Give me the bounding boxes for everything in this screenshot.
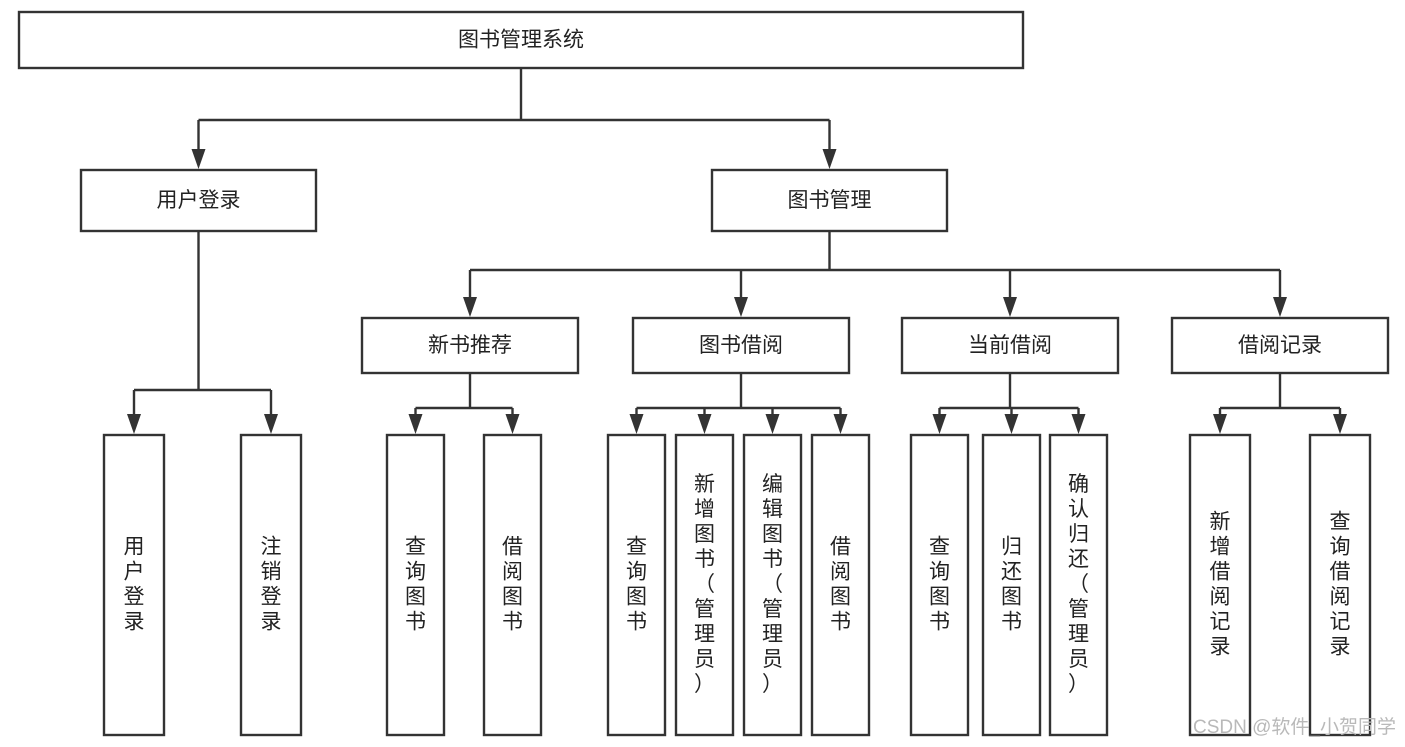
connector-layer	[127, 68, 1347, 434]
arrow-head	[505, 414, 520, 434]
node-label-n14: 编辑图书（管理员）	[762, 473, 783, 696]
node-label-n12: 查询图书	[626, 535, 647, 633]
arrow-head	[1333, 414, 1347, 434]
connector-group-n1	[191, 68, 837, 169]
arrow-head	[1003, 297, 1017, 317]
node-box-n12	[606, 433, 667, 737]
node-label-n9: 注销登录	[261, 535, 282, 633]
connector-group-n6	[932, 373, 1086, 434]
node-label-n3: 图书管理	[788, 189, 872, 212]
arrow-head	[822, 149, 837, 169]
node-box-n10	[385, 433, 446, 737]
node-n9[interactable]: 注销登录	[239, 433, 303, 737]
node-n7[interactable]: 借阅记录	[1170, 316, 1390, 375]
node-box-n2	[79, 168, 318, 233]
node-n8[interactable]: 用户登录	[102, 433, 166, 737]
node-box-n11	[482, 433, 543, 737]
node-label-n4: 新书推荐	[428, 334, 512, 357]
connector-group-n5	[629, 373, 848, 434]
node-label-n19: 新增借阅记录	[1210, 510, 1231, 658]
arrow-head	[127, 414, 141, 434]
node-n6[interactable]: 当前借阅	[900, 316, 1120, 375]
node-box-n19	[1188, 433, 1252, 737]
node-n18[interactable]: 确认归还（管理员）	[1048, 433, 1109, 737]
node-label-n17: 归还图书	[1001, 535, 1022, 633]
node-label-n18: 确认归还（管理员）	[1068, 473, 1089, 696]
node-label-n10: 查询图书	[405, 535, 426, 633]
node-n11[interactable]: 借阅图书	[482, 433, 543, 737]
node-n5[interactable]: 图书借阅	[631, 316, 851, 375]
node-n20[interactable]: 查询借阅记录	[1308, 433, 1372, 737]
node-box-n7	[1170, 316, 1390, 375]
node-box-n4	[360, 316, 580, 375]
node-n16[interactable]: 查询图书	[909, 433, 970, 737]
node-label-n6: 当前借阅	[968, 334, 1052, 357]
node-n14[interactable]: 编辑图书（管理员）	[742, 433, 803, 737]
node-n10[interactable]: 查询图书	[385, 433, 446, 737]
arrow-head	[765, 414, 780, 434]
connector-group-n2	[127, 231, 278, 434]
node-label-n15: 借阅图书	[830, 535, 851, 633]
node-label-n13: 新增图书（管理员）	[694, 473, 715, 696]
node-box-n18	[1048, 433, 1109, 737]
arrow-head	[463, 297, 477, 317]
arrow-head	[932, 414, 947, 434]
node-layer: 图书管理系统用户登录图书管理新书推荐图书借阅当前借阅借阅记录用户登录注销登录查询…	[17, 10, 1390, 737]
node-label-n2: 用户登录	[157, 189, 241, 212]
node-n12[interactable]: 查询图书	[606, 433, 667, 737]
node-box-n1	[17, 10, 1025, 70]
node-box-n16	[909, 433, 970, 737]
node-label-n20: 查询借阅记录	[1330, 510, 1351, 658]
node-label-n5: 图书借阅	[699, 334, 783, 357]
connector-group-n7	[1213, 373, 1347, 434]
connector-group-n4	[408, 373, 520, 434]
node-n1[interactable]: 图书管理系统	[17, 10, 1025, 70]
node-box-n13	[674, 433, 735, 737]
node-box-n9	[239, 433, 303, 737]
csdn-watermark: CSDN @软件_小贺同学	[1193, 716, 1396, 738]
arrow-head	[191, 149, 206, 169]
node-n19[interactable]: 新增借阅记录	[1188, 433, 1252, 737]
arrow-head	[264, 414, 278, 434]
node-label-n1: 图书管理系统	[458, 29, 584, 52]
node-n13[interactable]: 新增图书（管理员）	[674, 433, 735, 737]
arrow-head	[1004, 414, 1019, 434]
connector-group-n3	[463, 231, 1287, 317]
node-box-n8	[102, 433, 166, 737]
arrow-head	[734, 297, 748, 317]
arrow-head	[1213, 414, 1227, 434]
arrow-head	[833, 414, 848, 434]
node-box-n15	[810, 433, 871, 737]
node-box-n14	[742, 433, 803, 737]
node-label-n11: 借阅图书	[502, 535, 523, 633]
node-n17[interactable]: 归还图书	[981, 433, 1042, 737]
arrow-head	[1071, 414, 1086, 434]
node-box-n5	[631, 316, 851, 375]
arrow-head	[697, 414, 712, 434]
node-box-n20	[1308, 433, 1372, 737]
node-label-n16: 查询图书	[929, 535, 950, 633]
node-box-n3	[710, 168, 949, 233]
node-box-n17	[981, 433, 1042, 737]
node-label-n7: 借阅记录	[1238, 334, 1322, 357]
arrow-head	[629, 414, 644, 434]
node-n15[interactable]: 借阅图书	[810, 433, 871, 737]
arrow-head	[408, 414, 423, 434]
node-box-n6	[900, 316, 1120, 375]
node-label-n8: 用户登录	[124, 535, 145, 633]
arrow-head	[1273, 297, 1287, 317]
node-n2[interactable]: 用户登录	[79, 168, 318, 233]
node-n4[interactable]: 新书推荐	[360, 316, 580, 375]
node-n3[interactable]: 图书管理	[710, 168, 949, 233]
